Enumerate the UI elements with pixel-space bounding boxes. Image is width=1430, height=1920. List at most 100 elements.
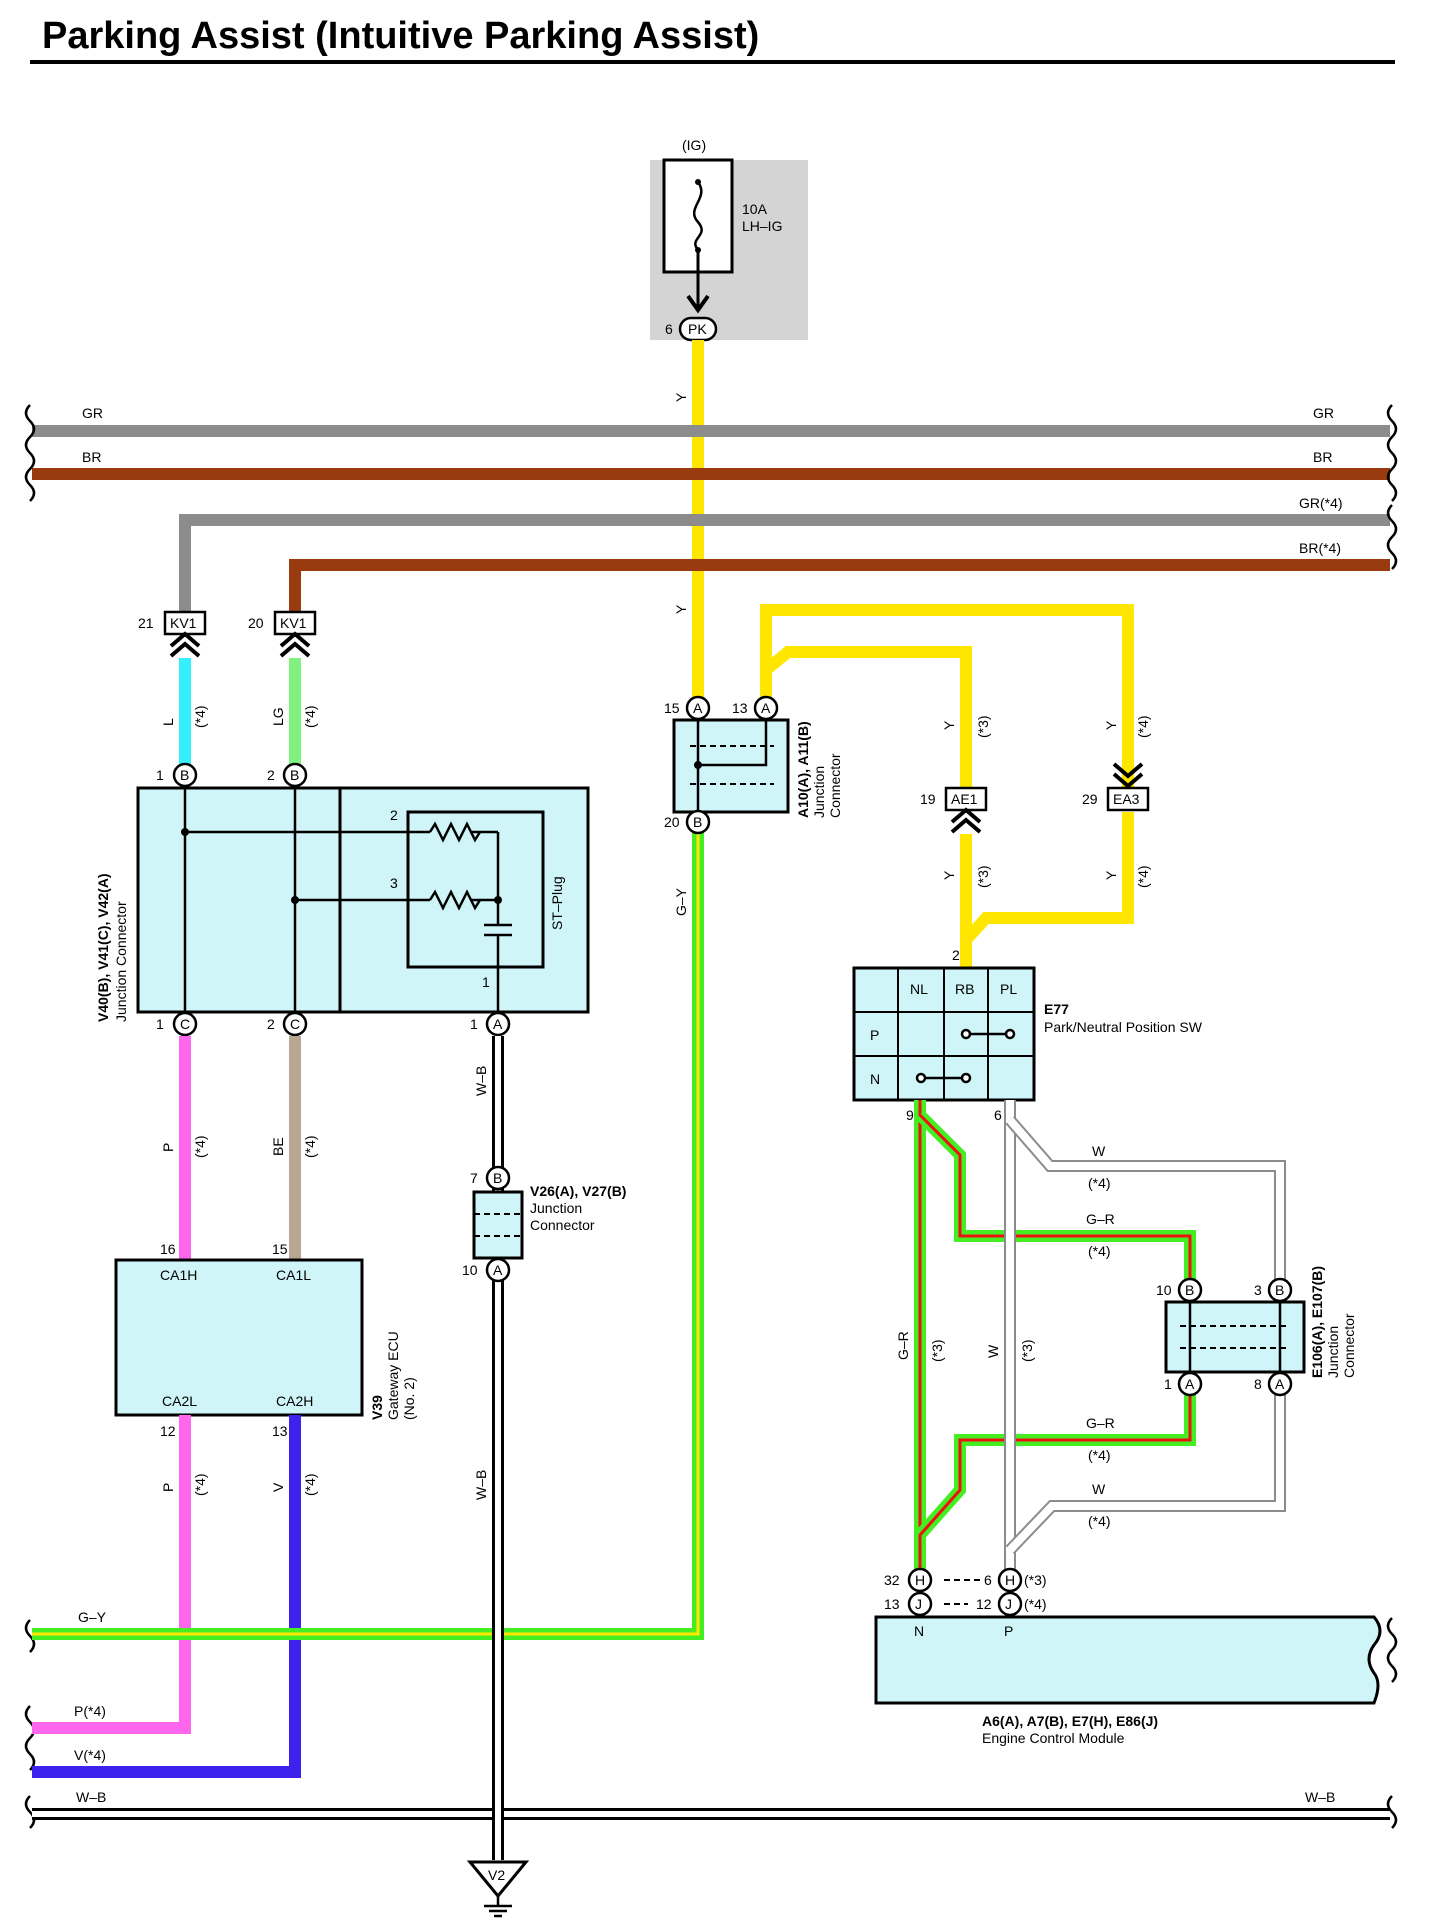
svg-text:B: B [180,767,189,783]
splice-dot [494,896,502,904]
wire-p-bus [32,1415,191,1734]
wire-l-label: L [160,718,176,726]
svg-text:13: 13 [884,1596,900,1612]
v40-pin-b1: B 1 [156,762,198,788]
wire-w-opt: (*4) [1088,1175,1111,1191]
svg-text:J: J [915,1596,922,1612]
bus-p4-label: P(*4) [74,1703,106,1719]
ea3-label: EA3 [1113,791,1140,807]
wire-w-opt: (*3) [1019,1339,1035,1362]
ecm-terminal: P [1004,1623,1013,1639]
wire-v-bus [32,1415,301,1778]
e106-junction-connector [1164,1300,1306,1374]
ecu-terminal: CA2L [162,1393,197,1409]
svg-text:A: A [761,700,771,716]
bus-gr-label: GR [1313,405,1334,421]
ecm-pin-32: H 32 [884,1567,933,1593]
ecu-pin: 16 [160,1241,176,1257]
svg-text:A: A [1185,1376,1195,1392]
wire-y-label: Y [673,392,689,402]
svg-text:2: 2 [267,767,275,783]
ecu-terminal: CA2H [276,1393,313,1409]
ecu-terminal: CA1L [276,1267,311,1283]
wire-wb-label: W–B [473,1470,489,1500]
wire-w-label: W [1092,1481,1106,1497]
ecm-opt: (*4) [1024,1596,1047,1612]
bus-br-label: BR [82,449,101,465]
resistor-pin: 3 [390,875,398,891]
e106-pin-1: A 1 [1164,1371,1203,1397]
wire-gy-label: G–Y [673,887,689,916]
kv1-label: KV1 [170,615,197,631]
svg-text:A: A [493,1262,503,1278]
ecm-pin-13: J 13 [884,1591,933,1617]
wire-be-opt: (*4) [302,1135,318,1158]
svg-text:B: B [693,814,702,830]
e77-col: NL [910,981,928,997]
e77-pin: 6 [994,1107,1002,1123]
break-marks [24,404,1398,1829]
v40-pin-b2: B 2 [267,762,308,788]
svg-text:10: 10 [1156,1282,1172,1298]
wire-w-label: W [1092,1143,1106,1159]
svg-text:B: B [1185,1282,1194,1298]
v39-desc: Gateway ECU [385,1331,401,1420]
svg-text:6: 6 [984,1572,992,1588]
e77-col: PL [1000,981,1017,997]
connector-chevron-icon [950,807,982,834]
ea3-pin-number: 29 [1082,791,1098,807]
ground-point-v2 [466,1860,530,1899]
wire-gr-opt: (*4) [1088,1447,1111,1463]
wire-w-opt: (*4) [1088,1513,1111,1529]
svg-text:C: C [290,1016,300,1032]
e77-col: RB [955,981,974,997]
a10-pin-20: B 20 [664,809,711,835]
bus-wb-label: W–B [1305,1789,1335,1805]
wire-y3-label: Y [941,720,957,730]
a10-pin-15: A 15 [664,695,711,721]
wire-y4-opt: (*4) [1135,865,1151,888]
bus-br-4 [289,559,1390,615]
svg-text:1: 1 [470,1016,478,1032]
fuse-rating: 10A [742,201,768,217]
svg-text:20: 20 [664,814,680,830]
a10-desc: Junction [811,766,827,818]
a10-name: A10(A), A11(B) [795,721,811,818]
svg-text:A: A [493,1016,503,1032]
e106-pin-8: A 8 [1254,1371,1293,1397]
ecm-terminal: N [914,1623,924,1639]
ecm-name: A6(A), A7(B), E7(H), E86(J) [982,1713,1158,1729]
svg-text:1: 1 [156,767,164,783]
ae1-label: AE1 [951,791,978,807]
kv1-label: KV1 [280,615,307,631]
st-plug-label: ST–Plug [549,876,565,930]
ae1-pin-number: 19 [920,791,936,807]
svg-text:12: 12 [976,1596,992,1612]
wire-gy-stripe [32,828,700,1636]
svg-text:1: 1 [1164,1376,1172,1392]
ground-icon [484,1896,512,1918]
e77-name: E77 [1044,1001,1069,1017]
fuse-group-label: (IG) [682,137,706,153]
e106-desc: Junction [1325,1326,1341,1378]
wire-y-ae1 [760,646,972,790]
wire-v-opt: (*4) [302,1473,318,1496]
wire-v-label: V [270,1482,286,1492]
v26-pin-top: B 7 [470,1165,511,1191]
v39-name: V39 [369,1395,385,1420]
wire-gr-opt: (*4) [1088,1243,1111,1259]
engine-control-module [874,1615,1382,1705]
e77-pin: 2 [952,947,960,963]
st-plug-box [406,810,545,969]
wire-y4-label: Y [1103,870,1119,880]
connector-chevron-icon [279,631,311,658]
svg-text:H: H [915,1572,925,1588]
wire-y4-label: Y [1103,720,1119,730]
ecu-pin: 13 [272,1423,288,1439]
wire-w-label: W [985,1344,1001,1358]
a10-desc: Connector [827,753,843,818]
wire-y4-opt: (*4) [1135,715,1151,738]
bus-gr4-label: GR(*4) [1299,495,1343,511]
svg-text:2: 2 [267,1016,275,1032]
wire-p-label: P [160,1483,176,1492]
